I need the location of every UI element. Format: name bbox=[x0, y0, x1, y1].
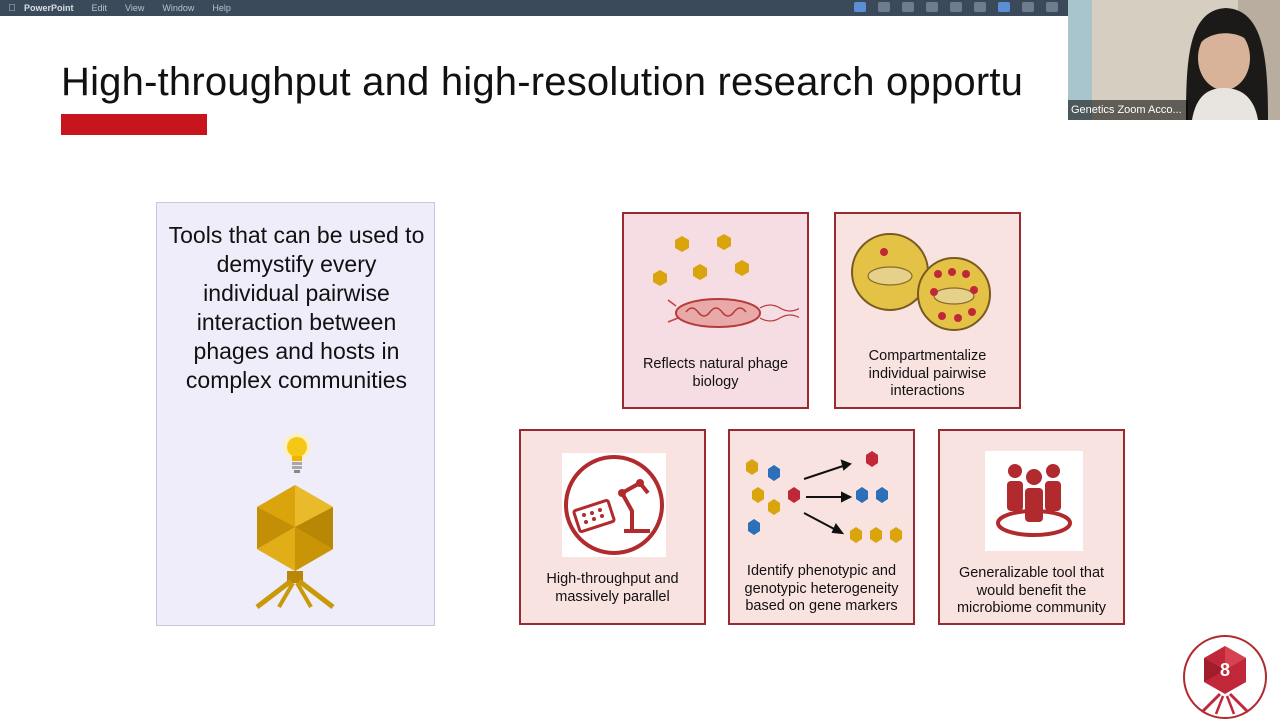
card-high-throughput: High-throughput and massively parallel bbox=[519, 429, 706, 625]
card-caption: Identify phenotypic and genotypic hetero… bbox=[744, 563, 899, 614]
slide-title: High-throughput and high-resolution rese… bbox=[61, 60, 1024, 104]
participant-name-label: Genetics Zoom Acco... bbox=[1068, 100, 1188, 120]
keyboard-icon[interactable] bbox=[902, 2, 914, 12]
window-icon[interactable] bbox=[998, 2, 1010, 12]
slide: High-throughput and high-resolution rese… bbox=[0, 16, 1280, 720]
card-generalizable: Generalizable tool that would benefit th… bbox=[938, 429, 1125, 625]
card-compartmentalize: Compartmentalize individual pairwise int… bbox=[834, 212, 1021, 409]
record-icon[interactable] bbox=[1046, 2, 1058, 12]
slide-number-badge: 8 bbox=[1183, 635, 1267, 719]
card-natural-biology: Reflects natural phage biology bbox=[622, 212, 809, 409]
card-heterogeneity: Identify phenotypic and genotypic hetero… bbox=[728, 429, 915, 625]
zoom-video-tile[interactable]: Genetics Zoom Acco... bbox=[1068, 0, 1280, 120]
tile bbox=[562, 453, 666, 557]
community-icon bbox=[996, 464, 1072, 537]
phage-icon bbox=[255, 485, 335, 609]
menu-bar:  PowerPoint Edit View Window Help bbox=[0, 0, 1068, 16]
menu-item-edit[interactable]: Edit bbox=[91, 3, 108, 13]
brush-icon[interactable] bbox=[950, 2, 962, 12]
menu-item-view[interactable]: View bbox=[125, 3, 145, 13]
cloud-icon[interactable] bbox=[926, 2, 938, 12]
screen-share-icon[interactable] bbox=[854, 2, 866, 12]
tools-callout-box: Tools that can be used to demystify ever… bbox=[156, 202, 435, 626]
menu-item-window[interactable]: Window bbox=[162, 3, 195, 13]
notion-icon[interactable] bbox=[878, 2, 890, 12]
droplets-illustration bbox=[851, 233, 991, 331]
menu-item-powerpoint[interactable]: PowerPoint bbox=[24, 3, 74, 13]
card-caption: High-throughput and massively parallel bbox=[546, 571, 679, 605]
phage-sorting-illustration bbox=[746, 451, 902, 543]
card-caption: Reflects natural phage biology bbox=[642, 356, 789, 390]
card-caption: Compartmentalize individual pairwise int… bbox=[868, 348, 987, 399]
robot-arm-icon bbox=[564, 455, 664, 555]
text-input-icon[interactable] bbox=[1022, 2, 1034, 12]
menu-item-help[interactable]: Help bbox=[212, 3, 231, 13]
tools-callout-text: Tools that can be used to demystify ever… bbox=[168, 222, 425, 393]
tile bbox=[985, 451, 1083, 551]
status-tray bbox=[854, 2, 1058, 12]
apple-icon[interactable]:  bbox=[0, 3, 24, 14]
phage-infecting-bacterium-illustration bbox=[653, 234, 799, 328]
lightbulb-icon bbox=[283, 433, 311, 473]
slide-number: 8 bbox=[1220, 660, 1230, 680]
drive-icon[interactable] bbox=[974, 2, 986, 12]
title-accent-bar bbox=[61, 114, 207, 135]
card-caption: Generalizable tool that would benefit th… bbox=[956, 565, 1107, 616]
